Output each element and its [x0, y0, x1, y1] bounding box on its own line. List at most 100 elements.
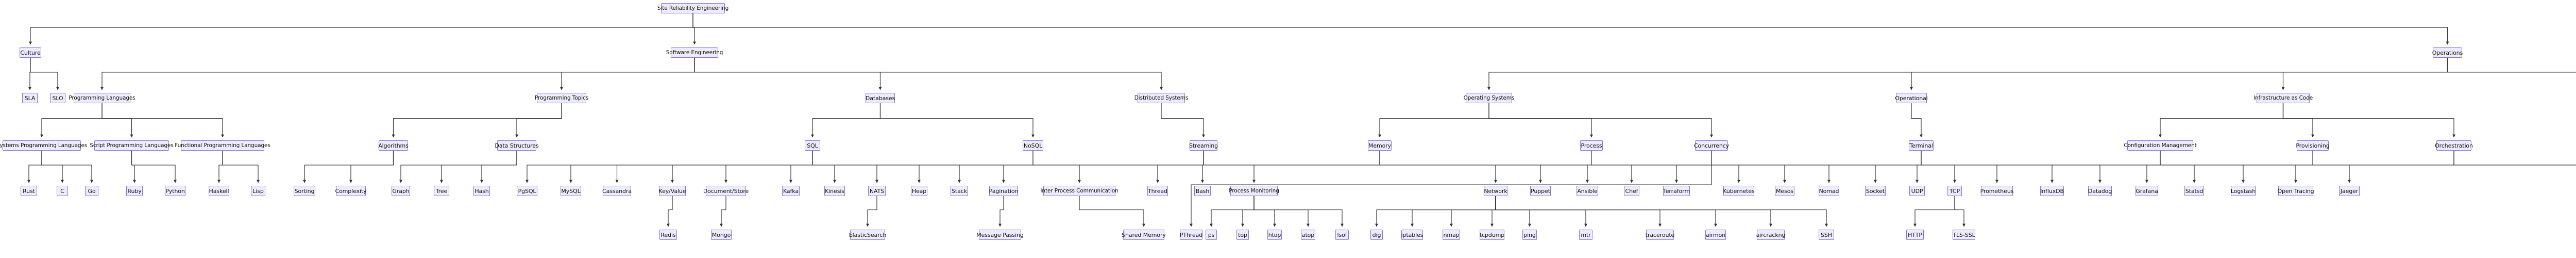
node-concurrency[interactable]: Concurrency — [1694, 140, 1729, 151]
node-provisioning[interactable]: Provisioning — [2296, 140, 2330, 151]
node-sla[interactable]: SLA — [22, 93, 38, 103]
node-dig[interactable]: dig — [1370, 230, 1383, 240]
node-ssh[interactable]: SSH — [1819, 230, 1834, 240]
node-keyvalue[interactable]: Key/Value — [659, 186, 686, 196]
node-tcpdump[interactable]: tcpdump — [1480, 230, 1504, 240]
node-heap[interactable]: Heap — [911, 186, 927, 196]
node-operations[interactable]: Operations — [2432, 47, 2463, 58]
node-ps[interactable]: ps — [1206, 230, 1217, 240]
node-redis[interactable]: Redis — [659, 230, 677, 240]
node-tcp[interactable]: TCP — [1947, 186, 1962, 196]
node-bash[interactable]: Bash — [1194, 186, 1211, 196]
node-slo[interactable]: SLO — [50, 93, 65, 103]
node-cassandra[interactable]: Cassandra — [602, 186, 632, 196]
node-sorting[interactable]: Sorting — [294, 186, 315, 196]
node-nomad[interactable]: Nomad — [1819, 186, 1839, 196]
node-nosql[interactable]: NoSQL — [1023, 140, 1043, 151]
node-culture[interactable]: Culture — [20, 47, 41, 58]
node-nats[interactable]: NATS — [868, 186, 886, 196]
node-iptables[interactable]: iptables — [1401, 230, 1423, 240]
node-iac[interactable]: Infrastructure as Code — [2253, 93, 2313, 103]
edge-sql-to-cassandra — [615, 151, 813, 183]
node-datadog[interactable]: Datadog — [2088, 186, 2112, 196]
node-elasticsearch[interactable]: ElasticSearch — [849, 230, 886, 240]
node-ruby[interactable]: Ruby — [126, 186, 143, 196]
node-progtopics[interactable]: Programming Topics — [535, 93, 588, 103]
node-mongo[interactable]: Mongo — [711, 230, 732, 240]
node-pthread[interactable]: PThread — [1180, 230, 1202, 240]
node-ansible[interactable]: Ansible — [1577, 186, 1598, 196]
node-ping[interactable]: ping — [1522, 230, 1537, 240]
node-mesos[interactable]: Mesos — [1775, 186, 1794, 196]
node-graph[interactable]: Graph — [392, 186, 410, 196]
node-lisp[interactable]: Lisp — [251, 186, 265, 196]
node-influxdb[interactable]: InfluxDB — [2040, 186, 2064, 196]
node-terraform[interactable]: Terraform — [1663, 186, 1690, 196]
node-terminal[interactable]: Terminal — [1909, 140, 1934, 151]
node-jaeger[interactable]: Jaeger — [2339, 186, 2360, 196]
node-go[interactable]: Go — [85, 186, 98, 196]
node-nmap[interactable]: nmap — [1443, 230, 1460, 240]
node-scriptlang[interactable]: Script Programming Languages — [90, 140, 174, 151]
node-udp[interactable]: UDP — [1909, 186, 1925, 196]
node-datastructures[interactable]: Data Structures — [495, 140, 539, 151]
node-streaming[interactable]: Streaming — [1189, 140, 1218, 151]
node-documentstore[interactable]: Document/Store — [703, 186, 749, 196]
node-statsd[interactable]: Statsd — [2184, 186, 2204, 196]
node-proglang[interactable]: Programming Languages — [69, 93, 135, 103]
node-complexity[interactable]: Complexity — [335, 186, 367, 196]
node-sre[interactable]: Site Reliability Engineering — [657, 3, 728, 13]
node-chef[interactable]: Chef — [1624, 186, 1639, 196]
node-pgsql[interactable]: PgSQL — [517, 186, 537, 196]
node-sharedmemory[interactable]: Shared Memory — [1122, 230, 1166, 240]
node-python[interactable]: Python — [165, 186, 185, 196]
node-syslang[interactable]: Systems Programming Languages — [0, 140, 87, 151]
node-rust[interactable]: Rust — [21, 186, 37, 196]
node-aircrackng[interactable]: aircrackng — [1756, 230, 1785, 240]
node-tree[interactable]: Tree — [434, 186, 449, 196]
node-network[interactable]: Network — [1484, 186, 1507, 196]
node-kafka[interactable]: Kafka — [782, 186, 800, 196]
node-opentracing[interactable]: Open Tracing — [2277, 186, 2314, 196]
node-algorithms[interactable]: Algorithms — [378, 140, 409, 151]
node-pagination[interactable]: Pagination — [989, 186, 1018, 196]
node-kinesis[interactable]: Kinesis — [824, 186, 845, 196]
node-hash[interactable]: Hash — [473, 186, 490, 196]
node-mysql[interactable]: MySQL — [561, 186, 581, 196]
node-logstash[interactable]: Logstash — [2231, 186, 2256, 196]
node-kubernetes[interactable]: Kubernetes — [1723, 186, 1755, 196]
node-softeng[interactable]: Software Engineering — [666, 47, 723, 58]
node-lsof[interactable]: lsof — [1335, 230, 1349, 240]
node-configmgmt[interactable]: Configuration Management — [2124, 140, 2197, 151]
node-prometheus[interactable]: Prometheus — [1980, 186, 2013, 196]
node-grafana[interactable]: Grafana — [2136, 186, 2158, 196]
node-funclang[interactable]: Functional Programming Languages — [175, 140, 270, 151]
node-ipc[interactable]: Inter Process Communication — [1040, 186, 1118, 196]
node-label: Datadog — [2088, 187, 2112, 195]
node-procmon[interactable]: Process Monitoring — [1229, 186, 1279, 196]
node-opsys[interactable]: Operating Systems — [1464, 93, 1514, 103]
node-orchestration[interactable]: Orchestration — [2435, 140, 2473, 151]
node-htop[interactable]: htop — [1267, 230, 1282, 240]
node-tlsssl[interactable]: TLS-SSL — [1953, 230, 1975, 240]
node-process[interactable]: Process — [1580, 140, 1603, 151]
node-top[interactable]: top — [1236, 230, 1249, 240]
node-puppet[interactable]: Puppet — [1530, 186, 1551, 196]
node-traceroute[interactable]: traceroute — [1646, 230, 1674, 240]
node-operational[interactable]: Operational — [1895, 93, 1928, 103]
node-label: Jaeger — [2340, 187, 2359, 195]
node-socket[interactable]: Socket — [1865, 186, 1886, 196]
node-airmon[interactable]: airmon — [1705, 230, 1726, 240]
node-atop[interactable]: atop — [1301, 230, 1315, 240]
node-c[interactable]: C — [57, 186, 68, 196]
node-distsys[interactable]: Distributed Systems — [1134, 93, 1188, 103]
node-databases[interactable]: Databases — [866, 93, 895, 103]
node-sql[interactable]: SQL — [805, 140, 820, 151]
node-messagepassing[interactable]: Message Passing — [976, 230, 1024, 240]
node-haskell[interactable]: Haskell — [209, 186, 229, 196]
node-stack[interactable]: Stack — [951, 186, 968, 196]
node-http[interactable]: HTTP — [1906, 230, 1924, 240]
node-memory[interactable]: Memory — [1368, 140, 1392, 151]
node-mtr[interactable]: mtr — [1579, 230, 1592, 240]
node-thread[interactable]: Thread — [1147, 186, 1168, 196]
